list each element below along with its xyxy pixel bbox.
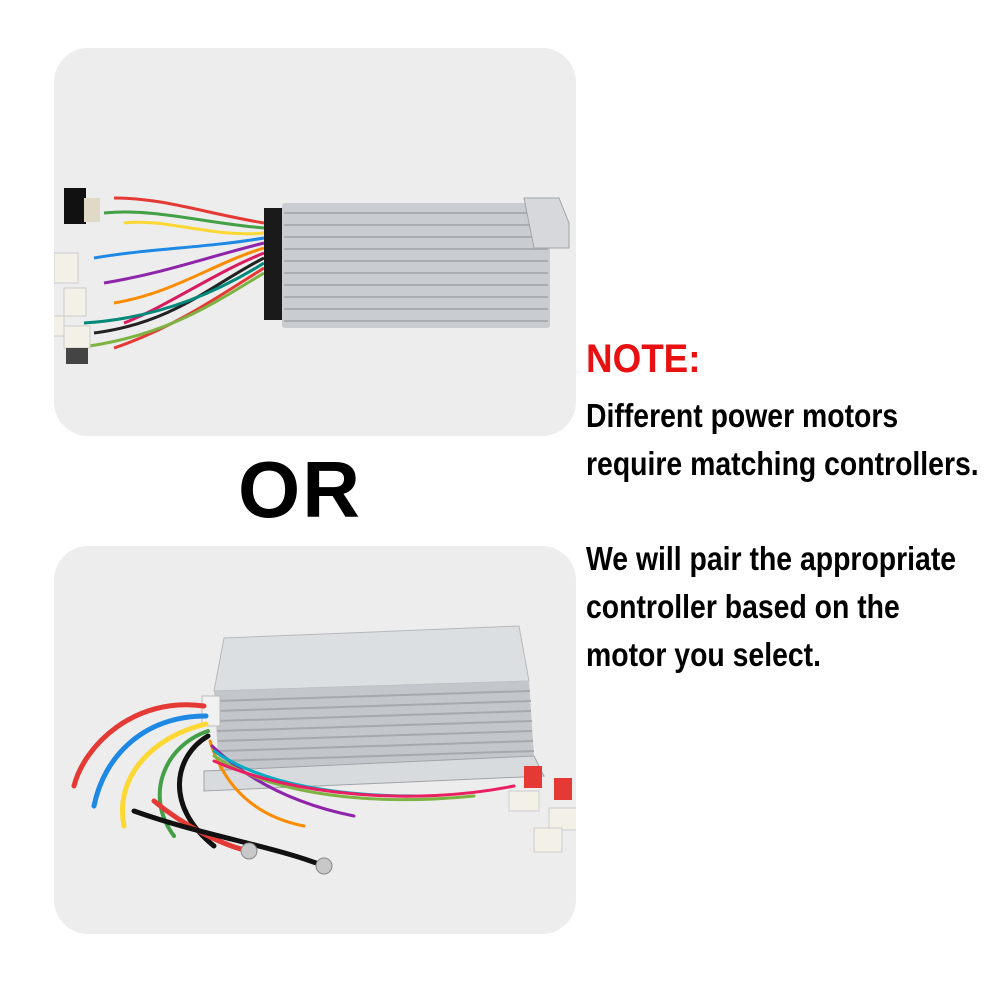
controller-top-face [213,625,530,692]
note-paragraph-motor-controller-match: Different power motors require matching … [586,397,979,482]
connector-plugs [508,766,576,853]
mounting-bracket [523,197,570,249]
wire-bundle-left [73,196,265,350]
controller-small-illustration [54,188,570,364]
product-image-card-bottom [54,546,576,934]
connector-plugs [54,188,100,364]
product-image-card-top [54,48,576,436]
wire-bundle-left [71,702,516,869]
or-separator: OR [238,445,362,534]
note-heading: NOTE: [586,337,701,381]
note-paragraph-pairing-info: We will pair the appropriate controller … [586,540,957,673]
controller-large-illustration [71,625,576,875]
controller-end-cap [264,208,286,320]
